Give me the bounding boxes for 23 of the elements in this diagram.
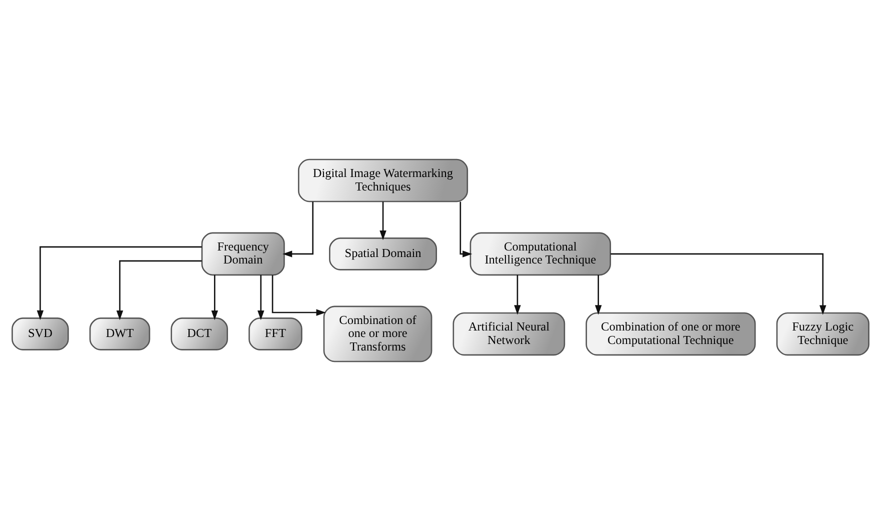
arrow (258, 274, 264, 320)
node-box: SVD (12, 317, 69, 350)
node-box: Digital Image Watermarking Techniques (298, 158, 468, 202)
node-box: Artificial Neural Network (452, 312, 566, 356)
arrow (36, 246, 202, 320)
node-box: FFT (248, 317, 302, 350)
arrow (380, 201, 386, 240)
arrow (460, 201, 472, 257)
arrow (211, 274, 218, 320)
node-box: Frequency Domain (201, 232, 285, 276)
arrow (594, 274, 602, 314)
arrow (116, 260, 202, 320)
node-box: Combination of one or more Computational Technique (586, 312, 756, 356)
node-box: DWT (89, 317, 150, 350)
node-box: DCT (170, 317, 228, 350)
node-box: Fuzzy Logic Technique (776, 312, 870, 356)
arrow (272, 274, 326, 316)
node-box: Computational Intelligence Technique (470, 232, 612, 276)
arrow (610, 252, 826, 314)
arrow (282, 201, 314, 257)
node-box: Spatial Domain (329, 237, 437, 270)
node-box: Combination of one or more Transforms (323, 305, 432, 362)
arrow (514, 274, 521, 314)
